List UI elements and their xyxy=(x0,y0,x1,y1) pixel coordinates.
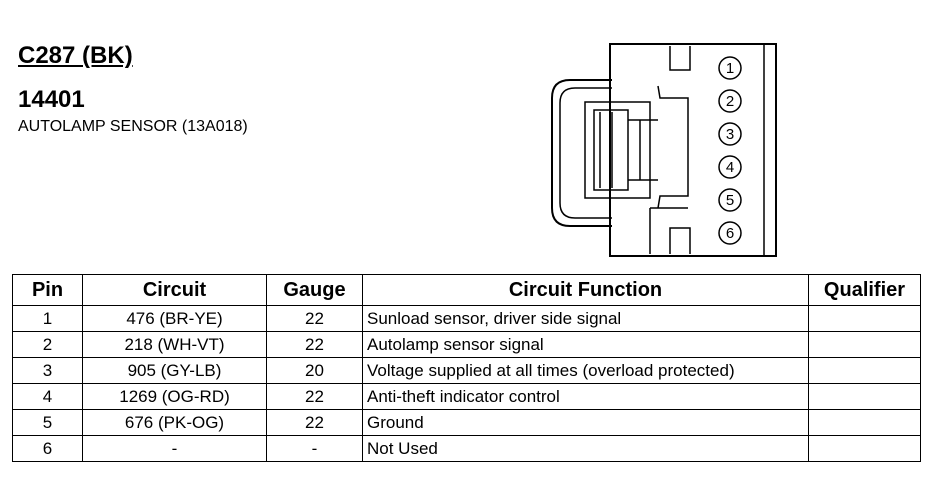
table-row: 4 1269 (OG-RD) 22 Anti-theft indicator c… xyxy=(12,383,921,410)
cell-pin: 3 xyxy=(12,357,83,384)
pin-circle-5 xyxy=(718,188,742,212)
pin-label-1: 1 xyxy=(726,60,734,77)
connector-body xyxy=(609,43,777,257)
header-qualifier: Qualifier xyxy=(808,274,921,306)
cell-function: Anti-theft indicator control xyxy=(362,383,809,410)
component-name: AUTOLAMP SENSOR (13A018) xyxy=(18,118,248,135)
connector-id: C287 (BK) xyxy=(18,42,133,69)
lock-channel xyxy=(584,101,651,199)
cell-gauge: 20 xyxy=(266,357,363,384)
header-circuit-function: Circuit Function xyxy=(362,274,809,306)
cell-circuit: 476 (BR-YE) xyxy=(82,305,267,332)
latch-housing xyxy=(551,79,612,227)
cell-function: Autolamp sensor signal xyxy=(362,331,809,358)
cell-qualifier xyxy=(808,331,921,358)
table-row: 3 905 (GY-LB) 20 Voltage supplied at all… xyxy=(12,357,921,384)
table-row: 6 - - Not Used xyxy=(12,435,921,462)
cell-gauge: 22 xyxy=(266,331,363,358)
cell-function: Voltage supplied at all times (overload … xyxy=(362,357,809,384)
cell-pin: 6 xyxy=(12,435,83,462)
cell-gauge: 22 xyxy=(266,383,363,410)
cell-function: Sunload sensor, driver side signal xyxy=(362,305,809,332)
cell-circuit: 1269 (OG-RD) xyxy=(82,383,267,410)
pin-label-2: 2 xyxy=(726,93,734,110)
polarizing-key-top xyxy=(669,46,691,71)
pin-label-6: 6 xyxy=(726,225,734,242)
cell-gauge: 22 xyxy=(266,305,363,332)
header-circuit: Circuit xyxy=(82,274,267,306)
cell-function: Ground xyxy=(362,409,809,436)
table-header-row: Pin Circuit Gauge Circuit Function Quali… xyxy=(12,274,921,306)
pin-circle-4 xyxy=(718,155,742,179)
cell-qualifier xyxy=(808,409,921,436)
cell-qualifier xyxy=(808,357,921,384)
cell-pin: 5 xyxy=(12,409,83,436)
header-gauge: Gauge xyxy=(266,274,363,306)
pin-circle-2 xyxy=(718,89,742,113)
pin-circle-6 xyxy=(718,221,742,245)
cell-pin: 1 xyxy=(12,305,83,332)
cell-qualifier xyxy=(808,305,921,332)
pin-label-4: 4 xyxy=(726,159,734,176)
cell-circuit: - xyxy=(82,435,267,462)
cell-gauge: 22 xyxy=(266,409,363,436)
pin-label-5: 5 xyxy=(726,192,734,209)
table-row: 5 676 (PK-OG) 22 Ground xyxy=(12,409,921,436)
cell-qualifier xyxy=(808,383,921,410)
cell-circuit: 218 (WH-VT) xyxy=(82,331,267,358)
cell-function: Not Used xyxy=(362,435,809,462)
connector-face-diagram: 1 2 3 4 5 6 xyxy=(551,43,777,257)
pin-circle-1 xyxy=(718,56,742,80)
pin-circle-3 xyxy=(718,122,742,146)
header-pin: Pin xyxy=(12,274,83,306)
cell-qualifier xyxy=(808,435,921,462)
cell-pin: 2 xyxy=(12,331,83,358)
cell-circuit: 905 (GY-LB) xyxy=(82,357,267,384)
pin-table: Pin Circuit Gauge Circuit Function Quali… xyxy=(12,274,921,462)
polarizing-key-bottom xyxy=(669,227,691,254)
table-row: 1 476 (BR-YE) 22 Sunload sensor, driver … xyxy=(12,305,921,332)
table-row: 2 218 (WH-VT) 22 Autolamp sensor signal xyxy=(12,331,921,358)
part-number: 14401 xyxy=(18,86,85,113)
cell-gauge: - xyxy=(266,435,363,462)
cell-circuit: 676 (PK-OG) xyxy=(82,409,267,436)
cell-pin: 4 xyxy=(12,383,83,410)
pin-label-3: 3 xyxy=(726,126,734,143)
